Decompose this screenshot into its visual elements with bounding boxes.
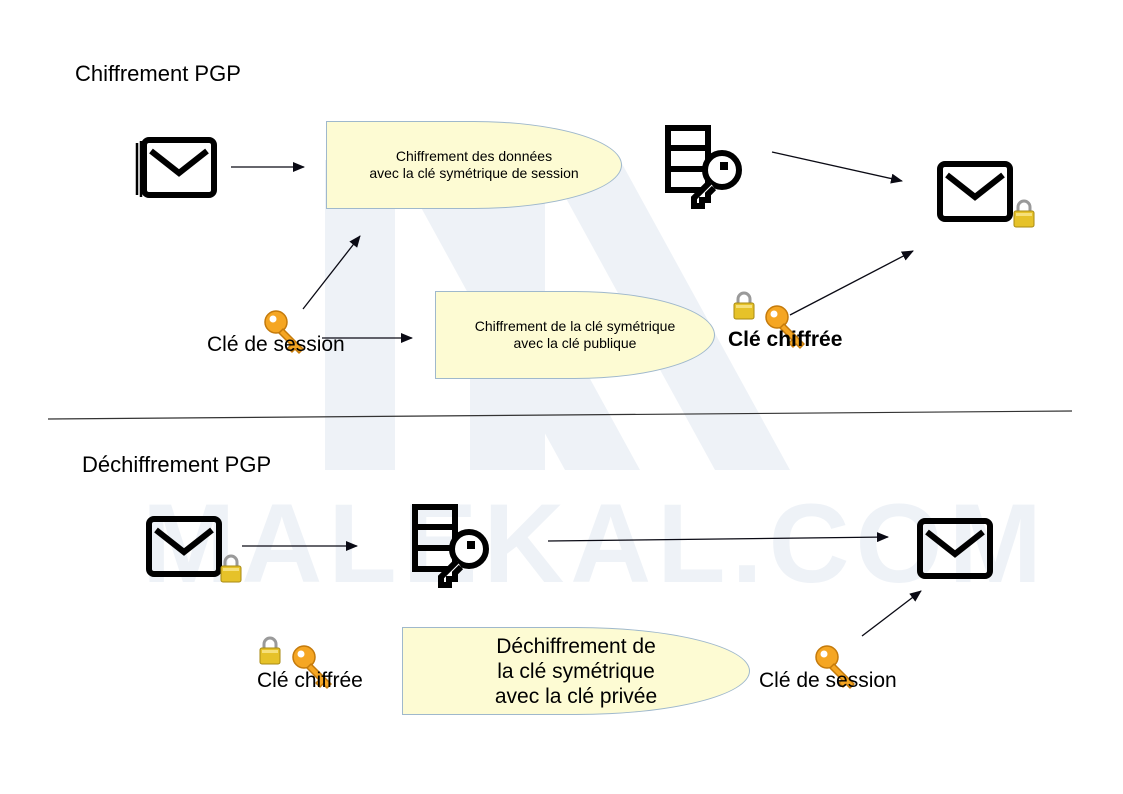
lock-icon (258, 636, 282, 666)
lock-icon (732, 291, 756, 321)
encrypted-key-label: Clé chiffrée (257, 669, 363, 692)
section-divider (47, 410, 1073, 420)
encrypted-key-label: Clé chiffrée (728, 328, 843, 351)
encryption-title: Chiffrement PGP (75, 61, 241, 86)
locked-mail-icon (940, 164, 1036, 229)
arrow-server-to-mail (547, 532, 889, 543)
session-key-label: Clé de session (207, 333, 345, 356)
arrow-encrypted-key-to-locked-mail (789, 250, 914, 316)
watermark-text: MALEKAL.COM (142, 481, 1048, 606)
key-decryption-line-3: avec la clé privée (494, 684, 658, 708)
decryption-title: Déchiffrement PGP (82, 452, 272, 477)
session-key-label: Clé de session (759, 669, 897, 692)
arrow-session-key-to-data-encryption (302, 235, 361, 310)
key-encryption-line-1: Chiffrement de la clé symétrique (474, 318, 676, 334)
key-decryption-step: Déchiffrement de la clé symétrique avec … (402, 627, 750, 715)
key-encryption-step: Chiffrement de la clé symétrique avec la… (435, 291, 715, 379)
key-decryption-line-2: la clé symétrique (497, 659, 655, 683)
key-decryption-line-1: Déchiffrement de (496, 634, 656, 658)
arrow-session-key-to-mail (861, 590, 922, 637)
data-encryption-step: Chiffrement des données avec la clé symé… (326, 121, 622, 209)
data-encryption-line-1: Chiffrement des données (395, 148, 553, 164)
stacked-mail-icon (135, 140, 214, 197)
arrow-server-to-locked-mail (771, 151, 903, 184)
data-encryption-line-2: avec la clé symétrique de session (369, 165, 579, 181)
key-encryption-line-2: avec la clé publique (513, 335, 637, 351)
server-key-icon (668, 128, 739, 206)
